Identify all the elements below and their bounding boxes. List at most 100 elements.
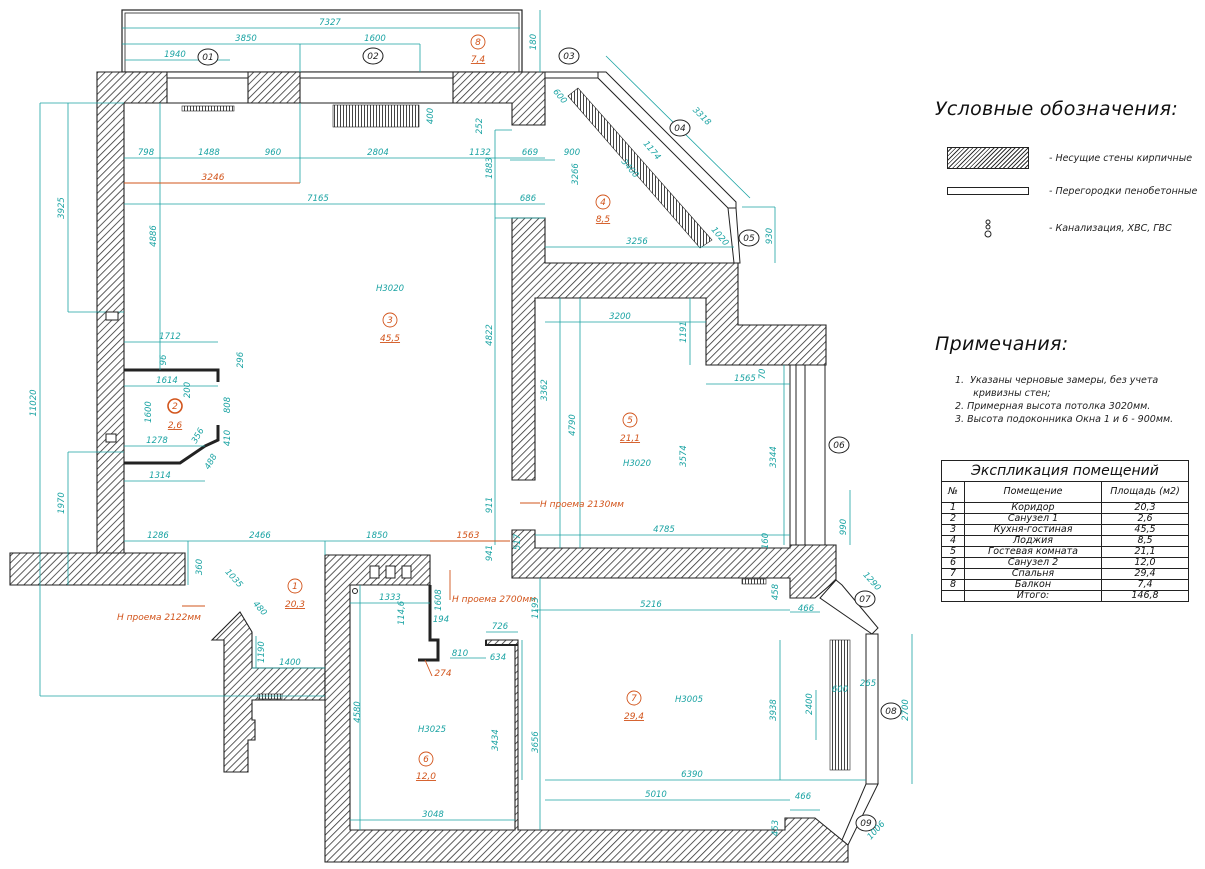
dimension-value: 517 [513,533,523,550]
dimension-value: 4785 [653,525,675,535]
svg-text:01: 01 [202,53,213,63]
row-number: 4 [941,535,965,547]
sanitary-risers [105,311,412,594]
opening-height-note: Н проема 2700мм [452,595,536,605]
dimension-value: 3925 [57,197,67,219]
dimension-values: 7327 3850 1600 1940 180 3318 798 1488 96… [29,18,911,842]
dimension-value: 1290 [861,570,883,593]
dimension-value: 11020 [29,389,39,416]
room-number: 7 [631,694,637,704]
legend-item-sanitary: - Канализация, ХВС, ГВС [947,217,1172,239]
window-tag-08: 08 [880,702,902,720]
dimension-value: 1940 [164,50,186,60]
dimension-value: 3318 [690,105,713,128]
dimension-value: 265 [860,679,876,689]
dimension-value: 1333 [379,593,401,603]
svg-text:02: 02 [367,52,379,62]
dimension-value: 3200 [609,312,631,322]
row-room: Санузел 1 [964,513,1102,525]
ceiling-height-label: Н3020 [376,284,404,294]
dimension-value: 180 [529,34,539,50]
dimension-value: 1600 [364,34,386,44]
row-area: 8,5 [1101,535,1189,547]
opening-height-notes: Н проема 2130мм Н проема 2700мм Н проема… [117,500,624,623]
dimension-value: 252 [475,118,485,134]
dimension-value: 911 [485,497,495,513]
window-tags: 01 02 03 04 05 06 07 08 09 [197,47,902,832]
room-number: 6 [423,755,429,765]
dimension-value: 3574 [679,445,689,467]
room-area: 2,6 [168,421,183,431]
window-tag-02: 02 [362,47,384,65]
legend-item-label: - Канализация, ХВС, ГВС [1049,222,1172,234]
svg-text:04: 04 [674,124,686,134]
row-number: 3 [941,524,965,536]
dimension-value: 1712 [159,332,181,342]
dimension-value: 4790 [568,414,578,436]
dimension-value: 1190 [257,641,267,663]
row-room: Гостевая комната [964,546,1102,558]
dimension-value: 810 [452,649,468,659]
note-line: 1. Указаны черновые замеры, без учета [955,375,1159,386]
room-area: 45,5 [380,334,400,344]
dimension-value: 1191 [679,321,689,343]
row-area: 29,4 [1101,568,1189,580]
row-number: 8 [941,579,965,591]
window-tag-03: 03 [558,47,580,65]
dimension-value: 1400 [279,658,301,668]
brick-wall-hatch-icon [947,147,1029,169]
room-number: 2 [172,402,178,412]
svg-text:06: 06 [833,441,845,451]
dimension-value: 480 [250,599,268,618]
total-value: 146,8 [1101,590,1189,602]
room-label-1: 1 20,3 [285,578,305,610]
legend-title: Условные обозначения: [935,98,1179,120]
radiators [181,87,851,771]
dimension-value: 5216 [640,600,662,610]
dimension-value: 3344 [769,446,779,468]
dimension-value: 669 [522,148,538,158]
dimension-value: 3266 [571,163,581,185]
dimension-value: 488 [203,452,220,472]
dimension-value: 296 [236,351,246,368]
room-explication-table: Экспликация помещений № Помещение Площад… [941,460,1189,602]
dimension-value: 3362 [540,379,550,401]
window-tag-07: 07 [854,590,876,608]
row-area: 12,0 [1101,557,1189,569]
row-room: Кухня-гостиная [964,524,1102,536]
dimension-value: 1132 [469,148,491,158]
dimension-value: 356 [190,426,207,446]
dimension-value: 200 [183,382,193,398]
legend-item-label: - Перегородки пенобетонные [1049,185,1198,197]
row-number: 1 [941,502,965,514]
svg-text:08: 08 [885,707,897,717]
opening-height-note: Н проема 2130мм [540,500,624,510]
dimension-value: 7165 [307,194,329,204]
opening-height-note: Н проема 2122мм [117,613,201,623]
window-tag-05: 05 [738,229,760,247]
row-number: 2 [941,513,965,525]
row-number: 6 [941,557,965,569]
dimension-value: 1035 [223,567,245,590]
window-tag-09: 09 [855,814,877,832]
room-area: 7,4 [471,55,486,65]
dimension-value: 990 [839,519,849,535]
dimension-value: 808 [223,396,233,413]
room-label-4: 4 8,5 [595,194,611,225]
dimension-value: 2466 [249,531,271,541]
dimension-value: 458 [771,583,781,600]
table-caption: Экспликация помещений [941,460,1189,482]
dimension-value: 1614 [156,376,178,386]
row-number: 7 [941,568,965,580]
dimension-value: 1600 [144,401,154,423]
dimension-value: 96 [159,354,169,365]
dimension-value: 1286 [147,531,169,541]
window-tag-06: 06 [828,436,850,454]
svg-text:09: 09 [860,819,872,829]
